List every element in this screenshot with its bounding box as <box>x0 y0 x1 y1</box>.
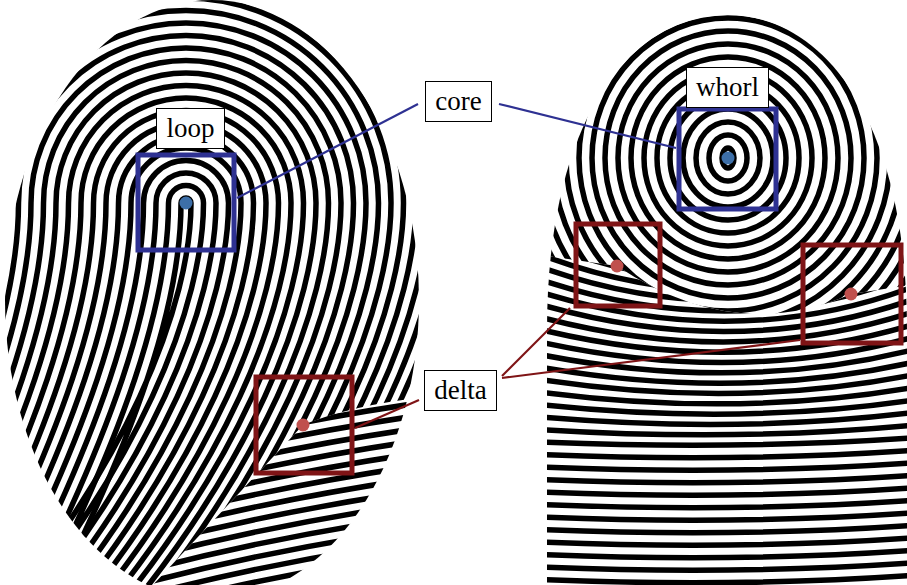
ridge-line <box>449 0 907 441</box>
ridge-line <box>0 0 391 585</box>
ridge-line <box>475 0 907 415</box>
whorl-ridges <box>371 0 907 519</box>
delta-frame <box>576 224 660 306</box>
ridge-line <box>540 0 907 350</box>
feature-label: delta <box>424 370 497 411</box>
ridge-line <box>540 388 907 404</box>
ridge-line <box>0 0 404 585</box>
leader-line <box>237 104 418 198</box>
ridge-line <box>436 0 907 454</box>
ridge-line <box>0 0 491 585</box>
label-text: whorl <box>696 74 759 101</box>
ridge-line <box>514 0 907 376</box>
core-frame <box>138 155 234 250</box>
ridge-line <box>540 351 907 373</box>
ridge-line <box>540 413 907 424</box>
ridge-line <box>540 401 907 415</box>
loop-ridges <box>0 0 504 585</box>
lower-ridges <box>540 238 907 585</box>
label-text: core <box>435 88 481 115</box>
ridge-line <box>540 563 907 570</box>
ridge-line <box>100 513 440 583</box>
ridge-line <box>540 551 907 558</box>
ridge-line <box>100 500 440 570</box>
ridge-line <box>0 48 341 585</box>
label-text: delta <box>434 377 486 404</box>
ridge-line <box>644 70 812 246</box>
feature-label: core <box>425 81 492 122</box>
ridge-line <box>0 0 466 585</box>
ridge-line <box>384 0 907 506</box>
ridge-line <box>540 476 907 483</box>
ridge-line <box>462 0 907 428</box>
ridge-line <box>100 550 440 585</box>
ridge-line <box>0 0 416 585</box>
ridge-line <box>371 0 907 519</box>
core-frame <box>679 109 776 209</box>
ridge-line <box>540 538 907 545</box>
ridge-line <box>0 60 329 585</box>
ridge-line <box>540 426 907 435</box>
leader-line <box>502 308 570 376</box>
ridge-line <box>540 501 907 508</box>
ridge-line <box>0 36 354 585</box>
ridge-line <box>0 73 316 585</box>
leader-line <box>355 400 419 428</box>
ridge-line <box>100 525 440 585</box>
core-point <box>722 152 735 165</box>
ridge-line <box>100 450 440 520</box>
leader-line <box>499 104 676 148</box>
ridge-line <box>100 488 440 558</box>
ridge-line <box>0 10 379 585</box>
ridge-line <box>501 0 907 389</box>
ridge-line <box>540 376 907 394</box>
ridge-line <box>579 5 877 311</box>
ridge-line <box>670 96 786 220</box>
ridge-line <box>410 0 907 480</box>
ridge-line <box>540 526 907 533</box>
feature-label: loop <box>156 108 225 149</box>
ridge-line <box>592 18 864 298</box>
ridge-line <box>618 44 838 272</box>
ridge-line <box>100 425 440 495</box>
delta-point <box>297 419 310 432</box>
ridge-line <box>0 0 504 585</box>
ridge-line <box>488 0 907 402</box>
ridge-line <box>540 463 907 470</box>
ridge-line <box>696 122 760 194</box>
delta-point <box>845 288 858 301</box>
core-point <box>180 197 193 210</box>
ridge-line <box>527 0 907 363</box>
ridge-line <box>397 0 907 493</box>
ridge-line <box>683 109 773 207</box>
ridge-line <box>100 475 440 545</box>
ridge-line <box>100 563 440 585</box>
ridge-line <box>0 0 479 585</box>
ridge-line <box>0 0 441 585</box>
ridge-line <box>709 135 747 181</box>
feature-label: whorl <box>686 67 769 108</box>
ridge-line <box>722 148 734 168</box>
leader-line <box>502 340 800 378</box>
ridge-line <box>100 575 440 585</box>
ridge-line <box>423 0 907 467</box>
delta-frame <box>803 245 901 343</box>
ridge-line <box>540 513 907 520</box>
ridge-line <box>0 85 304 585</box>
lower-ridges <box>100 350 440 585</box>
ridge-line <box>0 23 366 585</box>
ridge-line <box>540 438 907 445</box>
ridge-line <box>540 326 907 353</box>
ridge-line <box>540 451 907 458</box>
ridge-line <box>540 488 907 495</box>
ridge-line <box>540 576 907 583</box>
delta-point <box>611 260 624 273</box>
label-text: loop <box>166 115 214 142</box>
delta-frame <box>256 377 352 473</box>
ridge-line <box>0 0 454 585</box>
